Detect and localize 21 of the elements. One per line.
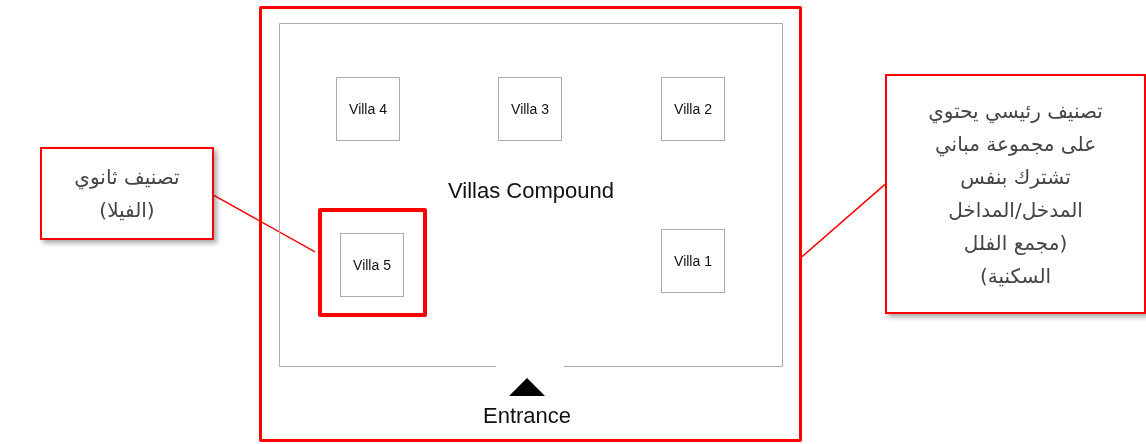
highlight-frame [259, 6, 802, 442]
compound-title: Villas Compound [447, 178, 615, 204]
villa-label: Villa 5 [353, 257, 391, 273]
compound-area [279, 23, 783, 367]
leader-line [213, 194, 316, 253]
villa-label: Villa 1 [674, 253, 712, 269]
callout-text: تصنيف رئيسي يحتوي على مجموعة مباني تشترك بنفس المدخل/المداخل (مجمع الفلل السكنية) [927, 98, 1104, 290]
callout-box [885, 74, 1146, 314]
villa-box [340, 233, 404, 297]
villa-box [336, 77, 400, 141]
entrance-label: Entrance [481, 403, 573, 429]
villa-box [661, 77, 725, 141]
villa-label: Villa 4 [349, 101, 387, 117]
leader-line [801, 183, 886, 258]
callout-text: تصنيف ثانوي (الفيلا) [73, 163, 181, 224]
villa-box [661, 229, 725, 293]
villa-box [498, 77, 562, 141]
villa-label: Villa 3 [511, 101, 549, 117]
callout-box [40, 147, 214, 240]
highlight-frame [318, 208, 427, 317]
villa-label: Villa 2 [674, 101, 712, 117]
